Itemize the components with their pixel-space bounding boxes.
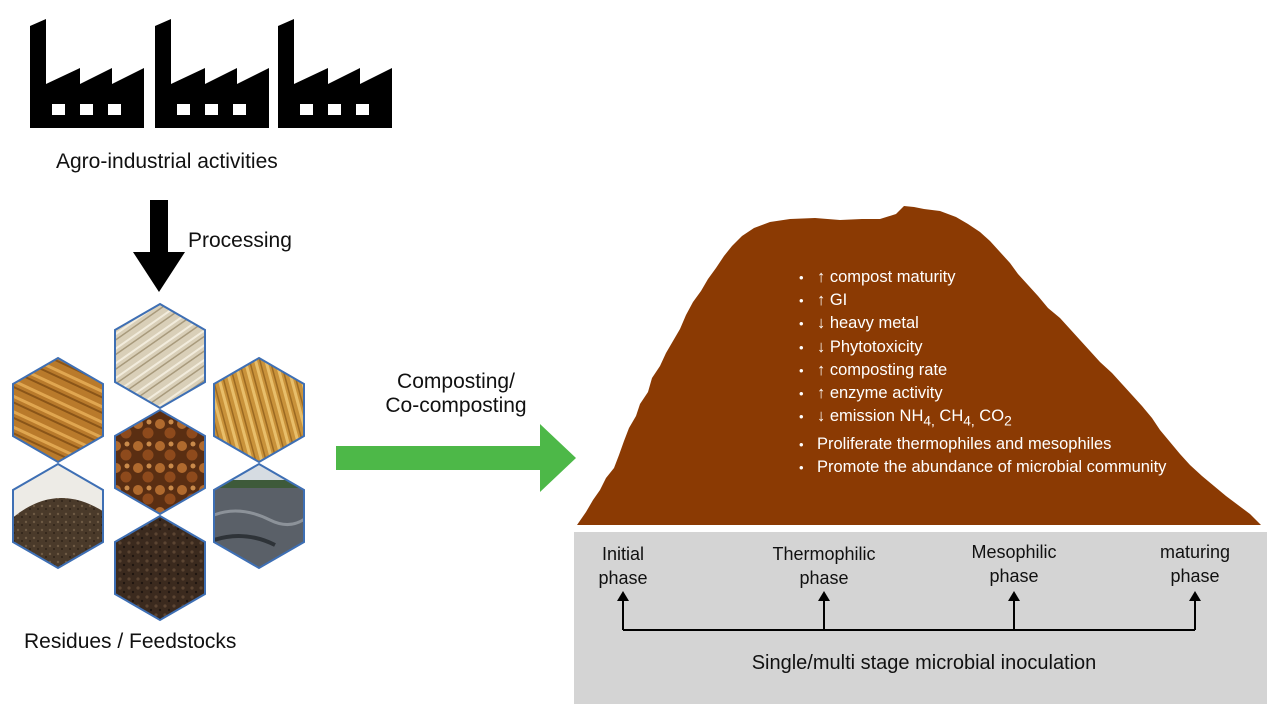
hex-wood-shavings [114,302,206,410]
feedstock-hexagon-grid [12,302,305,622]
factory-icon [278,19,392,128]
phase-initial-line2: phase [598,568,648,588]
phase-maturing-line1: maturing [1159,542,1231,562]
emission-end: CO [974,407,1005,426]
hex-compost-soil [114,514,206,622]
emission-mid: CH [934,407,964,426]
hex-soil-pile [12,462,104,570]
factory-icon [155,19,269,128]
composting-arrow [336,424,576,492]
effect-microbial-community: Promote the abundance of microbial commu… [795,456,1195,479]
effect-composting-rate: ↑ composting rate [795,359,1195,382]
hex-wheat [213,356,305,464]
phase-thermophilic: Thermophilic phase [754,542,894,590]
emission-sub-co2: 2 [1004,413,1012,429]
factory-icons [30,19,392,128]
effect-proliferate: Proliferate thermophiles and mesophiles [795,433,1195,456]
hex-fruit-residue [114,408,206,516]
factory-icon [30,19,144,128]
effect-gi: ↑ GI [795,289,1195,312]
phase-thermophilic-line2: phase [799,568,849,588]
hex-waste-pond [213,462,305,570]
inoculation-timeline [622,600,1196,631]
arrowhead-maturing [1189,591,1201,601]
inoculation-label: Single/multi stage microbial inoculation [751,652,1097,674]
phase-maturing-line2: phase [1170,566,1220,586]
composting-label-line1: Composting/ [397,370,515,393]
composting-label-line2: Co-composting [385,394,527,417]
effect-compost-maturity: ↑ compost maturity [795,266,1195,289]
phase-mesophilic: Mesophilic phase [954,540,1074,588]
phase-initial: Initial phase [573,542,673,590]
processing-arrow [133,200,185,292]
agro-industrial-label: Agro-industrial activities [56,150,278,173]
phase-mesophilic-line2: phase [989,566,1039,586]
phase-initial-line1: Initial [601,544,645,564]
arrowhead-thermophilic [818,591,830,601]
emission-sub-nh4: 4, [923,413,935,429]
phase-thermophilic-line1: Thermophilic [772,544,876,564]
emission-prefix: ↓ emission NH [817,407,924,426]
feedstocks-label: Residues / Feedstocks [24,630,237,653]
phase-mesophilic-line1: Mesophilic [971,542,1057,562]
phase-band [574,532,1267,704]
processing-label: Processing [188,229,292,252]
effect-heavy-metal: ↓ heavy metal [795,312,1195,335]
arrowhead-mesophilic [1008,591,1020,601]
emission-sub-ch4: 4, [963,413,975,429]
hex-straw [12,356,104,464]
effect-emission: ↓ emission NH4, CH4, CO2 [795,405,1195,433]
effect-enzyme-activity: ↑ enzyme activity [795,382,1195,405]
phase-maturing: maturing phase [1137,540,1253,588]
timeline-arrowheads [617,591,1201,601]
composting-label: Composting/ Co-composting [360,370,552,418]
compost-effects-list: ↑ compost maturity ↑ GI ↓ heavy metal ↓ … [795,266,1195,479]
arrowhead-initial [617,591,629,601]
effect-phytotoxicity: ↓ Phytotoxicity [795,336,1195,359]
